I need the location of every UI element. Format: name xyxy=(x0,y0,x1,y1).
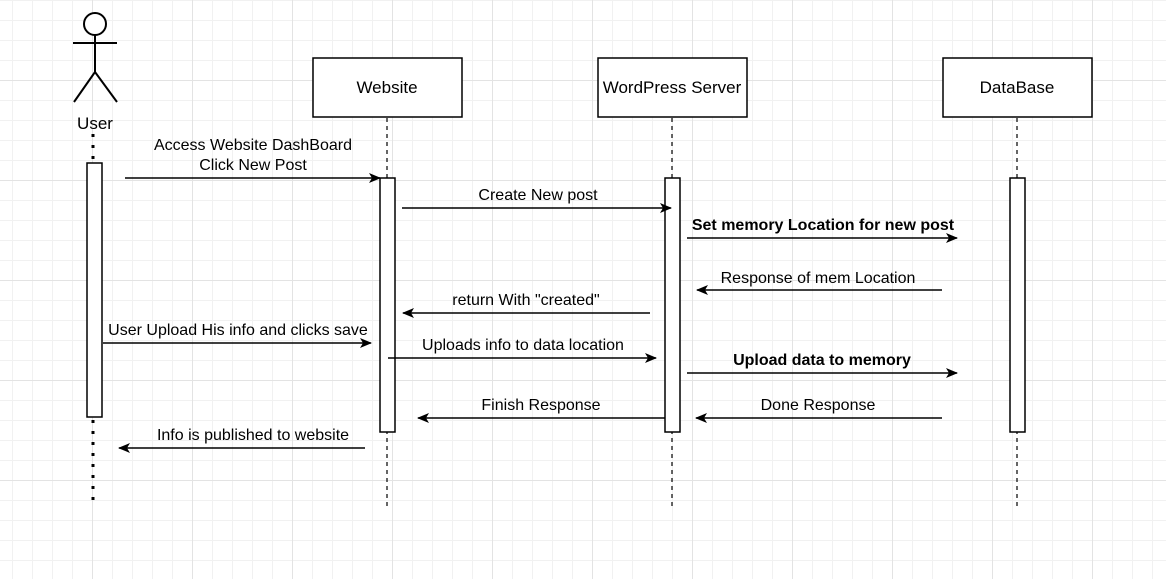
user-actor: User xyxy=(73,12,118,133)
messages xyxy=(103,173,958,453)
message-label: Create New post xyxy=(478,187,598,204)
database-activation xyxy=(1009,177,1026,433)
stick-figure-icon xyxy=(73,12,118,103)
message-label: Set memory Location for new post xyxy=(692,217,955,234)
message-label: Info is published to website xyxy=(157,427,349,444)
server-label: WordPress Server xyxy=(603,78,742,97)
participant-database: DataBase xyxy=(942,57,1093,118)
message-labels: Access Website DashBoard Click New Post … xyxy=(108,137,955,444)
user-activation xyxy=(86,162,103,418)
message-label: Click New Post xyxy=(199,157,307,174)
website-label: Website xyxy=(356,78,417,97)
message-label: User Upload His info and clicks save xyxy=(108,322,368,339)
participant-server: WordPress Server xyxy=(597,57,748,118)
user-label: User xyxy=(77,114,113,133)
message-label: Done Response xyxy=(761,397,876,414)
message-label: Uploads info to data location xyxy=(422,337,624,354)
message-label: Upload data to memory xyxy=(733,352,911,369)
participant-website: Website xyxy=(312,57,463,118)
message-label: return With "created" xyxy=(452,292,599,309)
message-label: Response of mem Location xyxy=(721,270,916,287)
server-activation xyxy=(664,177,681,433)
message-label: Finish Response xyxy=(481,397,600,414)
website-activation xyxy=(379,177,396,433)
activation-bars xyxy=(86,162,1026,433)
database-label: DataBase xyxy=(980,78,1055,97)
message-label: Access Website DashBoard xyxy=(154,137,352,154)
